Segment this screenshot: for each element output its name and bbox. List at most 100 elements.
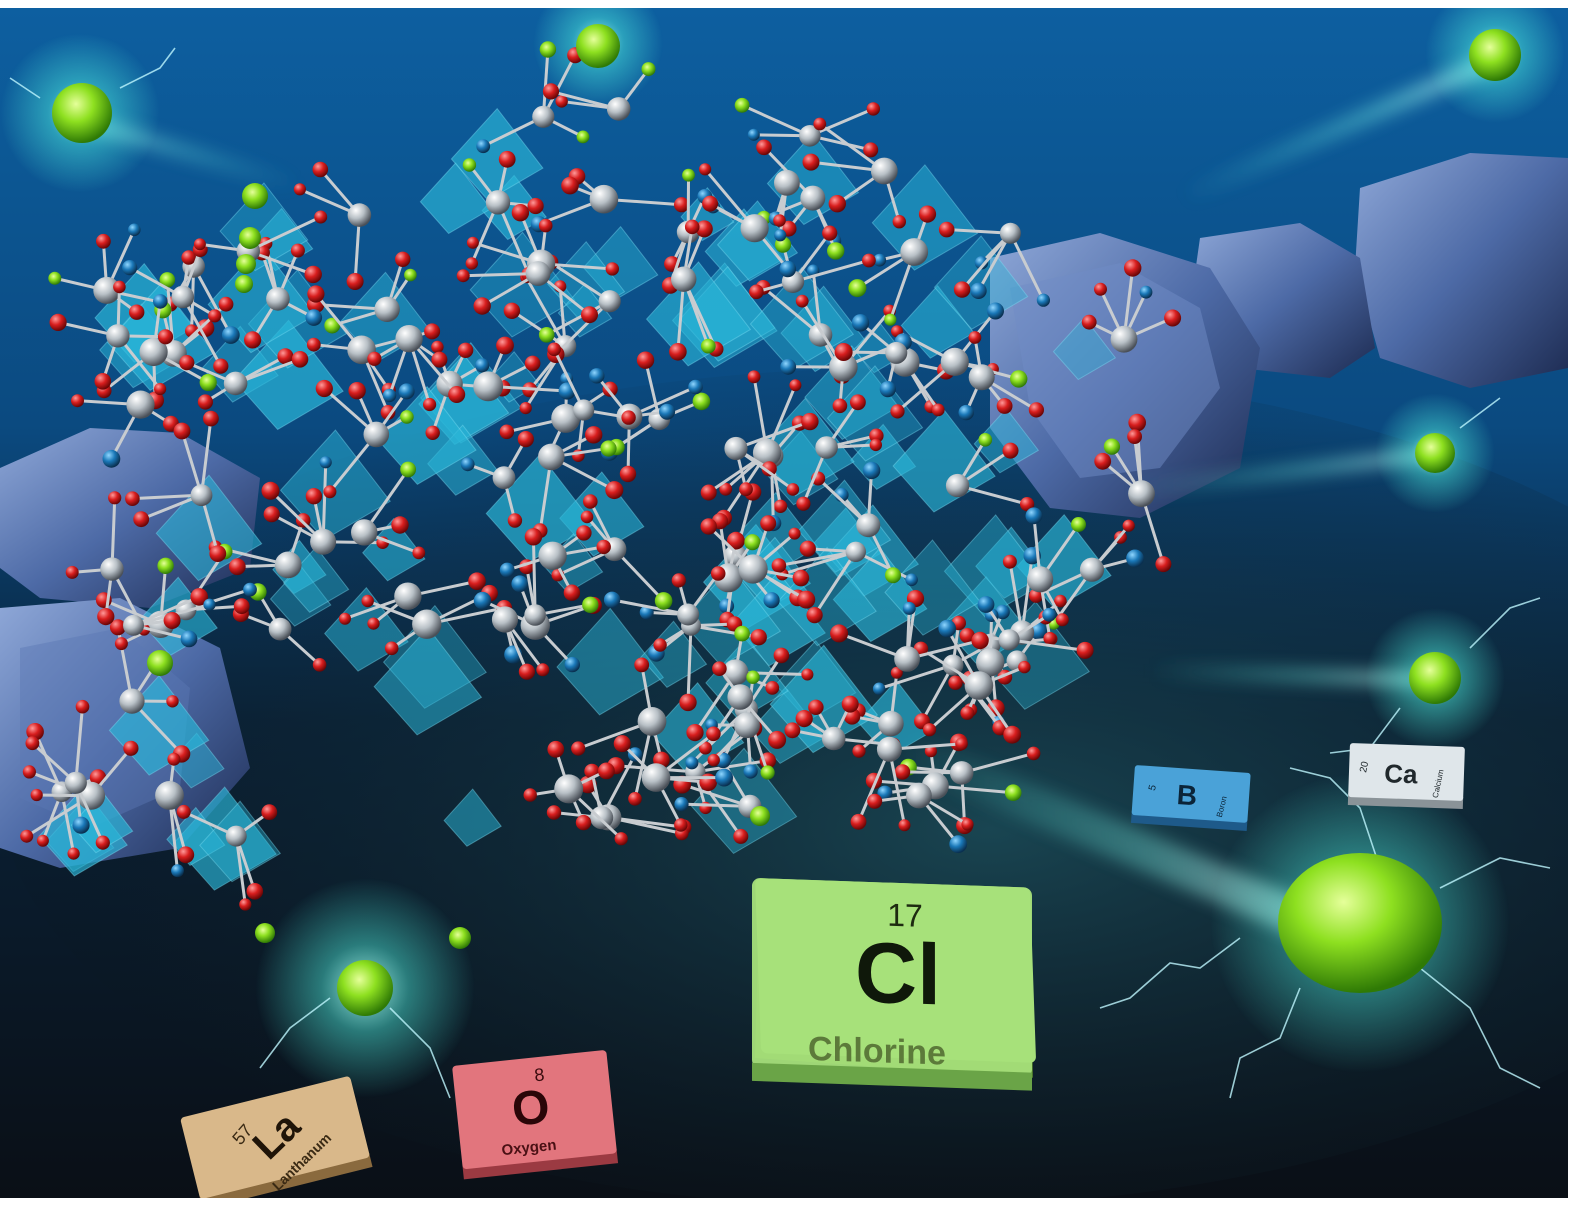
bond [554,300,611,356]
oxygen-atom [176,804,191,819]
metal-atom [93,276,121,304]
oxygen-atom [674,818,688,832]
bond [1020,555,1034,633]
tile-atomic-number: 5 [1147,783,1159,791]
boron-atom [715,752,731,769]
oxygen-atom [346,273,364,290]
oxygen-atom [517,431,534,448]
boron-atom [977,596,995,613]
element-tile-oxygen: 8 O Oxygen [452,1050,619,1180]
bond [482,115,545,148]
tile-element-name: Oxygen [501,1137,558,1160]
metal-atom [727,684,753,710]
tile-atomic-number: 8 [533,1064,545,1085]
oxygen-atom [524,528,543,546]
oxygen-atom [850,394,866,411]
metal-atom [876,736,902,762]
bond [686,625,693,703]
oxygen-atom [95,835,110,850]
oxygen-atom [1094,282,1107,296]
oxygen-atom [193,238,206,251]
boron-atom [122,260,138,276]
coordination-polyhedron [373,626,483,736]
oxygen-atom [684,219,700,235]
oxygen-atom [628,792,642,806]
boron-atom [153,294,168,309]
metal-atom [894,646,920,672]
oxygen-atom [968,331,982,344]
element-tile-calcium: 20 Ca Calcium [1347,743,1465,809]
oxygen-atom [496,336,514,355]
metal-atom [1079,557,1105,582]
oxygen-atom [123,740,139,756]
oxygen-atom [598,762,615,780]
oxygen-atom [955,737,968,751]
oxygen-atom [348,382,366,400]
oxygen-atom [315,379,333,398]
boron-atom [603,591,621,608]
chlorine-ion [582,596,599,613]
boron-atom [949,835,968,854]
oxygen-atom [890,666,903,679]
oxygen-atom [246,883,264,900]
oxygen-atom [367,617,380,630]
chlorine-ion [239,227,261,249]
metal-atom [976,648,1005,677]
chlorine-ion [539,41,557,58]
chlorine-ion [576,130,590,144]
tile-symbol: O [510,1080,553,1137]
metal-atom [139,337,168,367]
oxygen-atom [277,348,294,365]
oxygen-atom [49,313,67,331]
chlorine-ion [1004,784,1022,801]
chlorine-ion [324,317,341,334]
bond [920,664,955,723]
tile-element-name: Chlorine [808,1030,946,1073]
metal-atom [412,609,442,639]
oxygen-atom [1002,554,1017,569]
bond [247,215,322,253]
metal-atom [821,726,846,751]
metal-atom [1128,480,1155,507]
boron-atom [719,598,735,614]
boron-atom [715,768,733,787]
oxygen-atom [834,343,853,361]
oxygen-atom [948,675,963,690]
oxygen-atom [621,410,636,425]
bond [878,663,954,691]
oxygen-atom [173,422,191,440]
oxygen-atom [576,525,592,541]
bond [234,835,247,905]
oxygen-atom [1122,519,1135,532]
boron-atom [171,864,184,878]
oxygen-atom [773,499,788,513]
oxygen-atom [733,828,749,844]
boron-atom [511,575,529,593]
metal-atom [223,371,248,396]
boron-atom [72,816,90,834]
bond [809,107,874,138]
bond [524,276,567,347]
chlorine-ion [576,24,620,68]
oxygen-atom [391,516,409,534]
oxygen-atom [22,765,36,779]
oxygen-atom [1026,746,1041,761]
oxygen-atom [890,404,905,419]
oxygen-atom [304,265,322,284]
metal-atom [347,203,372,227]
boron-atom [958,404,974,421]
metal-atom [606,97,631,121]
chlorine-ion [242,183,268,209]
bond [110,497,117,570]
oxygen-atom [575,814,592,831]
oxygen-atom [786,483,800,496]
metal-atom [734,712,760,739]
oxygen-atom [808,699,824,715]
tile-symbol: Cl [855,925,941,1024]
metal-atom [274,551,302,579]
oxygen-atom [869,438,882,452]
oxygen-atom [555,95,568,108]
oxygen-atom [312,161,329,178]
oxygen-atom [971,631,989,650]
oxygen-atom [797,590,816,609]
